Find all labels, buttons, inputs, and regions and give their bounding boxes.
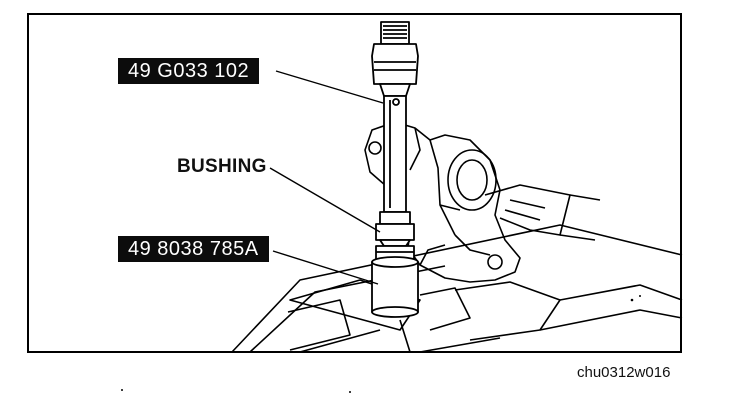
tool-label-upper: 49 G033 102 [118,58,260,84]
bushing-label: BUSHING [177,156,267,177]
press-tool [371,21,419,318]
figure-id: chu0312w016 [577,364,671,381]
tool-label-lower: 49 8038 785A [118,236,269,262]
leader-lines [269,70,384,285]
scan-speckles [121,295,641,393]
vise-body [231,224,683,353]
